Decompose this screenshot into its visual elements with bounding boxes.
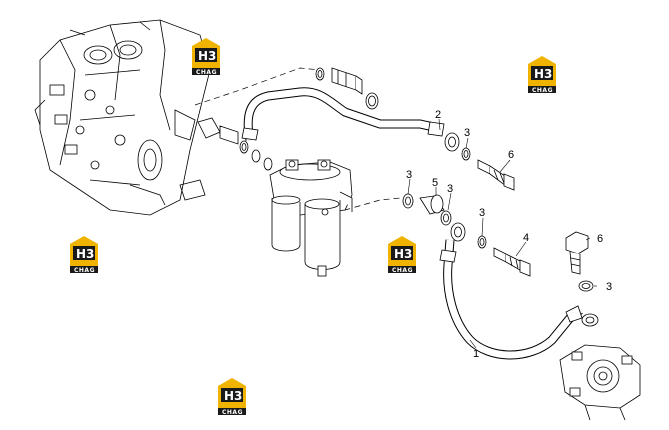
svg-text:H3: H3 — [224, 389, 242, 403]
svg-text:CHAG: CHAG — [222, 409, 243, 416]
callout-3: 3 — [479, 207, 485, 219]
union-fitting — [315, 67, 379, 110]
watermark-logo: H3 CHAG — [528, 56, 556, 94]
watermark-logo: H3 CHAG — [218, 378, 246, 416]
fuel-filter-icon — [269, 159, 353, 277]
pump-bolt — [565, 231, 599, 327]
callout-3: 3 — [464, 127, 470, 139]
banjo-bolt-icon — [444, 132, 515, 191]
callout-3: 3 — [606, 281, 612, 293]
engine-block-icon — [34, 19, 211, 216]
injection-pump-icon — [559, 344, 641, 421]
svg-text:CHAG: CHAG — [392, 267, 413, 274]
callouts: 2 3 6 3 5 3 3 4 6 3 1 — [406, 109, 612, 360]
svg-text:H3: H3 — [76, 247, 94, 261]
callout-6: 6 — [508, 149, 514, 161]
watermark-logo: H3 CHAG — [388, 236, 416, 274]
callout-1: 1 — [473, 348, 479, 360]
svg-text:CHAG: CHAG — [196, 69, 217, 76]
upper-fuel-line — [241, 87, 445, 141]
middle-fittings — [402, 193, 531, 277]
inlet-fitting — [197, 117, 273, 171]
svg-text:H3: H3 — [394, 247, 412, 261]
svg-text:H3: H3 — [198, 49, 216, 63]
svg-text:H3: H3 — [534, 67, 552, 81]
callout-5: 5 — [432, 177, 438, 189]
callout-leaders — [407, 118, 597, 349]
svg-text:CHAG: CHAG — [74, 267, 95, 274]
callout-3: 3 — [447, 183, 453, 195]
callout-3: 3 — [406, 169, 412, 181]
watermark-logo: H3 CHAG — [192, 38, 220, 76]
callout-4: 4 — [523, 232, 529, 244]
watermark-logo: H3 CHAG — [70, 236, 98, 274]
svg-text:CHAG: CHAG — [532, 87, 553, 94]
callout-6: 6 — [597, 233, 603, 245]
callout-2: 2 — [435, 109, 441, 121]
